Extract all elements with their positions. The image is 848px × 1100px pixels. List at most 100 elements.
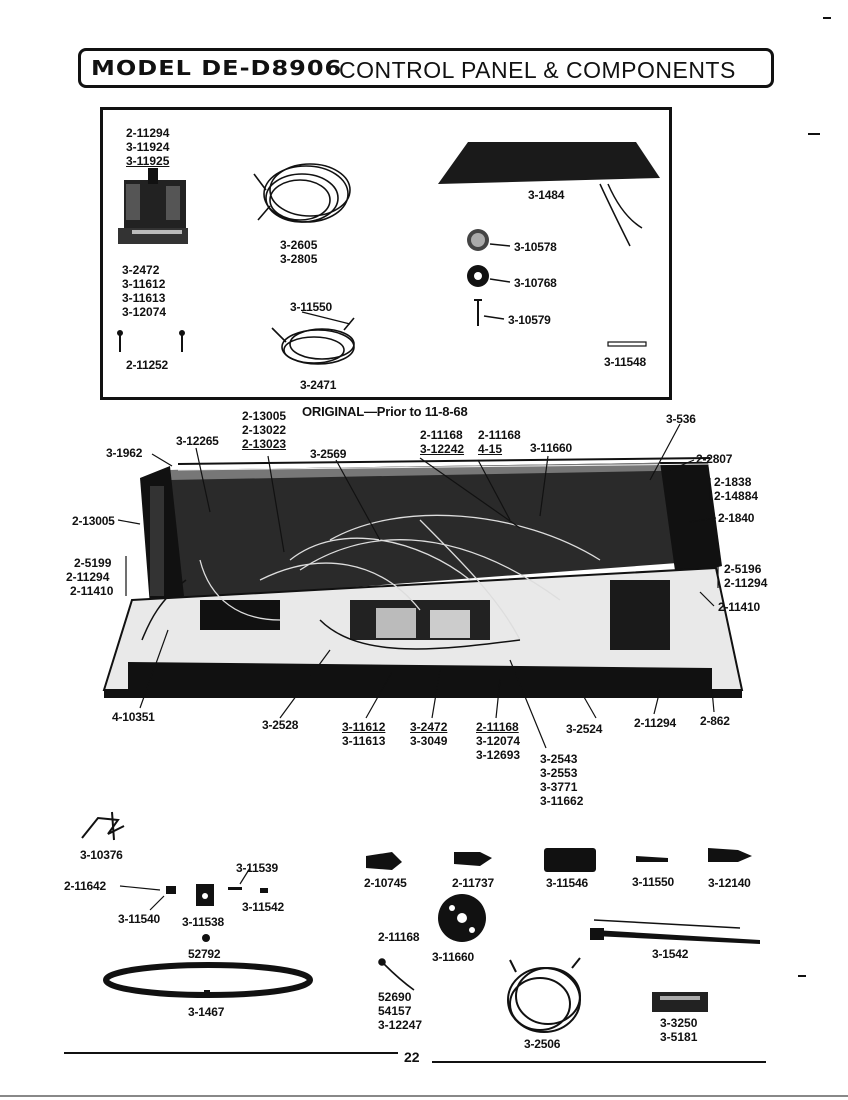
part-label: 3-11925 (126, 154, 170, 168)
timer-illustration (118, 168, 188, 244)
part-label: 3-5181 (660, 1030, 698, 1044)
part-label: 3-3250 (660, 1016, 698, 1030)
label-center-top-stack: 2-13005 2-13022 2-13023 (242, 409, 286, 451)
label-bottom-left: 4-10351 (112, 710, 155, 724)
label-bottom-7: 2-11294 (634, 716, 676, 730)
label-bottom-2: 3-11612 3-11613 (342, 720, 385, 748)
part-label: 3-2472 (122, 263, 160, 277)
label-bottom-3: 3-2472 3-3049 (410, 720, 447, 748)
harness-coil (253, 163, 351, 223)
connector-4-label: 3-11550 (632, 875, 674, 889)
label-right-stack-1: 2-1838 2-14884 (714, 475, 758, 503)
label-bottom-5: 3-2543 3-2553 3-3771 3-11662 (540, 752, 583, 808)
model-title: MODEL DE-D8906 (91, 56, 343, 80)
part-label: 54157 (378, 1004, 412, 1018)
inset-box (100, 107, 672, 400)
pin-label: 3-10579 (508, 313, 551, 327)
terminal-label: 3-11660 (432, 950, 474, 964)
knob-label: 3-10578 (514, 240, 557, 254)
part-label: 3-12074 (122, 305, 167, 319)
part-label: 3-12242 (420, 442, 465, 456)
cord-bottom-label: 3-2471 (300, 378, 337, 392)
washer-illustration (467, 265, 511, 287)
timer-top-parts: 2-11294 3-11924 3-11925 (126, 126, 169, 168)
connector-1-label: 2-10745 (364, 876, 407, 890)
part-label: 3-12074 (476, 734, 521, 748)
section-title: CONTROL PANEL & COMPONENTS (339, 57, 736, 83)
panel-cover-label: 3-1484 (528, 188, 565, 202)
part-label: 2-11168 (420, 428, 463, 442)
part-11542-label: 3-11542 (242, 900, 284, 914)
part-label: 3-11612 (122, 277, 166, 291)
strip-label: 3-11548 (604, 355, 646, 369)
block-labels: 3-3250 3-5181 (660, 1016, 697, 1044)
part-label: 2-1838 (714, 475, 752, 489)
round-terminal (438, 894, 486, 942)
label-bottom-4: 2-11168 3-12074 3-12693 (476, 720, 520, 762)
washer-label: 3-10768 (514, 276, 557, 290)
part-label: 2-11168 (478, 428, 521, 442)
part-label: 2-11410 (70, 584, 114, 598)
part-11540-label: 3-11540 (118, 912, 160, 926)
knob-illustration (467, 229, 511, 251)
part-label: 2-5199 (74, 556, 112, 570)
part-label: 2-11294 (126, 126, 170, 140)
clip-label: 3-10376 (80, 848, 123, 862)
part-52792-label: 52792 (188, 947, 221, 961)
part-11539-label: 3-11539 (236, 861, 278, 875)
part-label: 2-13022 (242, 423, 287, 437)
connector-3-label: 3-11546 (546, 876, 588, 890)
coil-harness (507, 957, 581, 1033)
timer-bottom-parts: 3-2472 3-11612 3-11613 3-12074 (122, 263, 166, 319)
cable-tie-label: 3-1542 (652, 947, 689, 961)
label-bottom-6: 3-2524 (566, 722, 603, 736)
label-bottom-8: 2-862 (700, 714, 730, 728)
label-center-top-single: 3-2569 (310, 447, 347, 461)
part-label: 4-15 (478, 442, 503, 456)
part-11538-label: 3-11538 (182, 915, 224, 929)
label-bottom-1: 3-2528 (262, 718, 299, 732)
wire-block (652, 992, 708, 1012)
part-label: 3-11662 (540, 794, 584, 808)
strip-illustration (607, 341, 647, 347)
screw-label: 2-11252 (126, 358, 168, 372)
part-label: 3-3771 (540, 780, 578, 794)
part-label: 2-13005 (242, 409, 287, 423)
part-label: 2-11294 (66, 570, 110, 584)
label-center-right-b: 2-11168 4-15 (478, 428, 521, 456)
part-label: 3-2472 (410, 720, 448, 734)
control-panel-assembly (102, 457, 744, 698)
part-label: 3-2605 (280, 238, 318, 252)
lead-wire-labels: 52690 54157 3-12247 (378, 990, 422, 1032)
pin-illustration (474, 299, 505, 326)
part-label: 3-12693 (476, 748, 521, 762)
part-label: 2-11168 (476, 720, 519, 734)
small-parts (166, 884, 268, 942)
part-label: 2-13023 (242, 437, 287, 451)
connector-5-label: 3-12140 (708, 876, 751, 890)
part-label: 3-11924 (126, 140, 170, 154)
panel-cover-illustration (438, 142, 660, 247)
title-bar: MODEL DE-D8906 CONTROL PANEL & COMPONENT… (78, 48, 774, 88)
part-label: 3-11613 (122, 291, 166, 305)
label-left-stack: 2-5199 2-11294 2-11410 (66, 556, 113, 598)
part-11642-label: 2-11642 (64, 879, 106, 893)
label-left-mid: 2-13005 (72, 514, 115, 528)
clip-illustration (81, 811, 125, 841)
label-right-stack-2: 2-5196 2-11294 (724, 562, 767, 590)
part-label: 3-2543 (540, 752, 578, 766)
label-right-low: 2-11410 (718, 600, 760, 614)
cord-top-label: 3-11550 (290, 300, 332, 314)
part-label: 2-14884 (714, 489, 759, 503)
label-right-top: 3-536 (666, 412, 696, 426)
label-center-right-a: 2-11168 3-12242 (420, 428, 464, 456)
part-label: 3-12247 (378, 1018, 423, 1032)
page-number: 22 (404, 1049, 420, 1065)
belt-illustration (103, 962, 313, 998)
edge-marks (798, 17, 831, 977)
terminal-part-label: 2-11168 (378, 930, 420, 944)
part-label: 3-11613 (342, 734, 386, 748)
part-label: 52690 (378, 990, 412, 1004)
label-right-top-2: 2-2807 (696, 452, 733, 466)
